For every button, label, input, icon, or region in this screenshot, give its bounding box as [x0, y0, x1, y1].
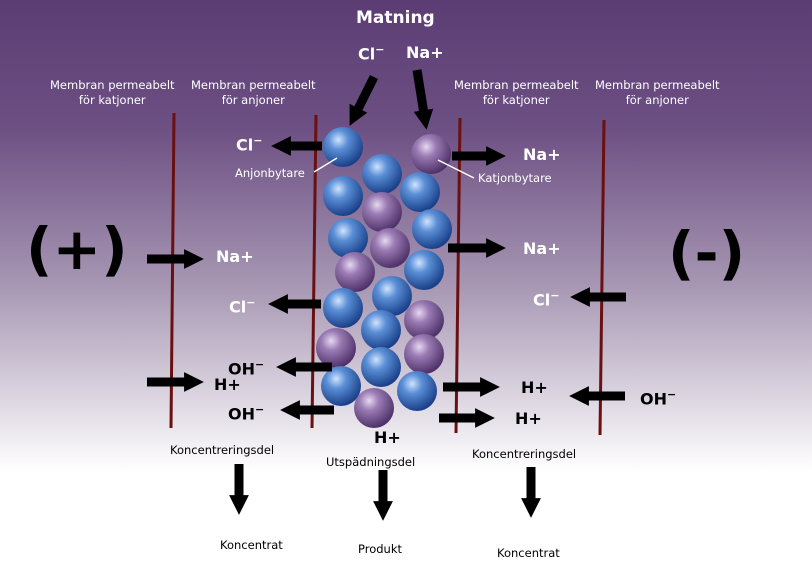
- ion-oh-label: OH−: [228, 358, 265, 379]
- negative-electrode: (-): [668, 219, 746, 287]
- anion-exchanger-label: Anjonbytare: [235, 166, 305, 180]
- anion-bead: [362, 154, 402, 194]
- ion-h-label: H+: [521, 378, 548, 397]
- anion-bead: [400, 172, 440, 212]
- anion-bead: [412, 209, 452, 249]
- anion-bead: [372, 276, 412, 316]
- cation-bead: [404, 300, 444, 340]
- membrane-line-4: [598, 119, 606, 436]
- feed-cl-label: Cl−: [358, 43, 385, 64]
- ion-cl-label: Cl−: [236, 134, 263, 155]
- ion-oh-label: OH−: [640, 388, 677, 409]
- section-right-label: Koncentreringsdel: [472, 447, 577, 461]
- anion-bead: [321, 366, 361, 406]
- anion-bead: [323, 288, 363, 328]
- cation-bead: [354, 388, 394, 428]
- feed-arrows: [349, 69, 434, 130]
- anion-bead: [323, 176, 363, 216]
- cation-bead: [335, 252, 375, 292]
- ion-na-label: Na+: [523, 145, 561, 164]
- ion-cl-label: Cl−: [533, 289, 560, 310]
- output-right-label: Koncentrat: [497, 546, 560, 560]
- feed-title: Matning: [356, 8, 435, 28]
- ion-na-label: Na+: [216, 247, 254, 266]
- anion-bead: [404, 250, 444, 290]
- cation-bead: [404, 334, 444, 374]
- anion-bead: [361, 310, 401, 350]
- ion-exchange-beads: [316, 127, 452, 428]
- section-middle-label: Utspädningsdel: [326, 455, 416, 469]
- ion-h-label: H+: [374, 428, 401, 447]
- ion-h-label: H+: [515, 409, 542, 428]
- ion-cl-label: Cl−: [229, 296, 256, 317]
- output-arrows: [229, 464, 541, 521]
- cation-bead: [411, 134, 451, 174]
- output-middle-label: Produkt: [358, 542, 403, 556]
- cation-bead: [370, 228, 410, 268]
- membrane-line-1: [169, 112, 176, 429]
- anion-bead: [361, 347, 401, 387]
- positive-electrode: (+): [26, 215, 128, 283]
- output-left-label: Koncentrat: [220, 538, 283, 552]
- ion-oh-label: OH−: [228, 403, 265, 424]
- ion-h-label: H+: [214, 375, 241, 394]
- feed-na-label: Na+: [406, 43, 444, 62]
- section-left-label: Koncentreringsdel: [170, 443, 275, 457]
- ion-arrows: [147, 136, 626, 428]
- anion-bead: [328, 218, 368, 258]
- anion-callout-line: [313, 157, 338, 173]
- cation-exchanger-label: Katjonbytare: [478, 171, 552, 185]
- anion-bead: [323, 127, 363, 167]
- ion-na-label: Na+: [523, 239, 561, 258]
- anion-bead: [397, 371, 437, 411]
- cation-callout-line: [437, 159, 475, 179]
- cation-bead: [362, 192, 402, 232]
- cation-bead: [316, 328, 356, 368]
- membrane-line-2: [310, 114, 318, 429]
